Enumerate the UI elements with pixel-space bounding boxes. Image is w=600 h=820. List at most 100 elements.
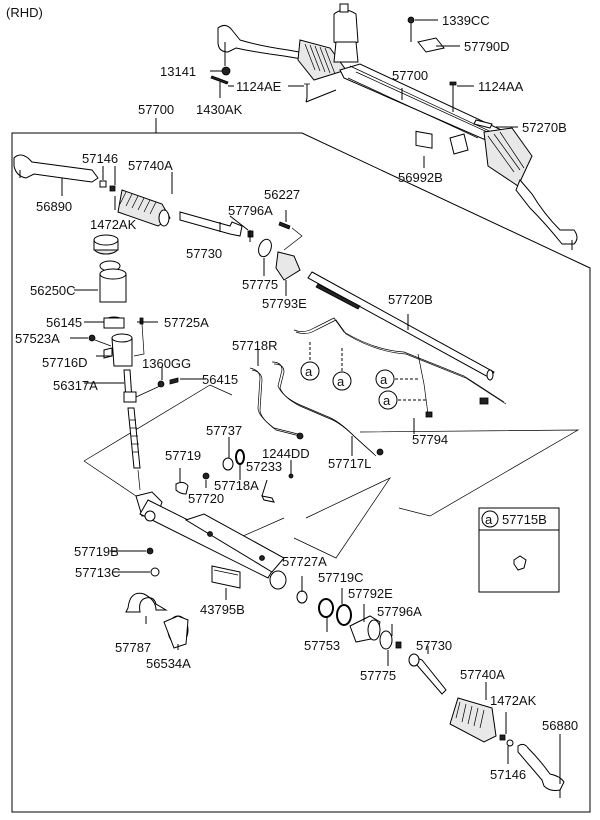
valve-body-icon bbox=[333, 3, 359, 63]
bolt-icon bbox=[139, 317, 144, 325]
nut-icon bbox=[146, 547, 154, 555]
part-label: 57719C bbox=[318, 570, 364, 585]
clip-icon bbox=[175, 481, 189, 495]
bellows-boot-icon bbox=[483, 127, 533, 187]
part-label: 57146 bbox=[82, 151, 118, 166]
bracket-icon bbox=[449, 133, 469, 155]
nut-icon bbox=[99, 180, 107, 188]
nut-icon bbox=[499, 734, 506, 741]
nut-icon bbox=[506, 739, 514, 747]
gear-housing-icon bbox=[135, 491, 287, 590]
part-label: 57146 bbox=[490, 767, 526, 782]
bolt-icon bbox=[449, 81, 457, 86]
bolt-icon bbox=[169, 377, 179, 385]
part-label: 57790D bbox=[464, 39, 510, 54]
svg-text:a: a bbox=[337, 374, 345, 389]
rack-teeth-icon bbox=[315, 283, 361, 310]
part-label: 57700 bbox=[392, 68, 428, 83]
part-label: 57775 bbox=[360, 668, 396, 683]
part-label: 56145 bbox=[46, 315, 82, 330]
part-label: 1124AA bbox=[478, 79, 524, 94]
part-label: 1472AK bbox=[490, 693, 537, 708]
exploded-parts: a a a a bbox=[13, 151, 578, 798]
part-label: 57775 bbox=[242, 277, 278, 292]
part-label: 1339CC bbox=[442, 13, 490, 28]
tie-rod-end-icon bbox=[217, 24, 311, 61]
group-label: 57700 bbox=[138, 102, 174, 117]
nut-icon bbox=[109, 185, 116, 192]
part-label: 57717L bbox=[328, 456, 371, 471]
part-label: 57794 bbox=[412, 432, 448, 447]
oil-seal-icon bbox=[318, 598, 334, 618]
part-label: 57270B bbox=[522, 120, 567, 135]
svg-text:a: a bbox=[383, 393, 391, 408]
part-label: 57716D bbox=[42, 355, 88, 370]
part-label: 56534A bbox=[146, 656, 191, 671]
nut-icon bbox=[150, 567, 160, 577]
callout-a: a bbox=[375, 369, 418, 389]
fitting-icon bbox=[88, 334, 96, 342]
svg-text:a: a bbox=[380, 372, 388, 387]
part-label: 57740A bbox=[128, 158, 173, 173]
part-label: 57713C bbox=[75, 565, 121, 580]
bellows-boot-icon bbox=[449, 697, 497, 743]
part-label: 57725A bbox=[164, 315, 209, 330]
o-ring-icon bbox=[235, 449, 245, 465]
part-label: 1244DD bbox=[262, 446, 310, 461]
lock-nut-icon bbox=[395, 641, 402, 649]
bracket-icon bbox=[261, 495, 275, 503]
exploded-group-frame: 57700 bbox=[11, 102, 591, 813]
connector-icon bbox=[479, 397, 489, 405]
rack-bar-icon bbox=[307, 271, 495, 379]
bolt-icon bbox=[288, 473, 294, 479]
callout-a: a bbox=[300, 342, 320, 381]
part-label: 57720 bbox=[188, 491, 224, 506]
pressure-line-icon bbox=[249, 367, 299, 435]
part-label: 57796A bbox=[228, 203, 273, 218]
part-label: 56250C bbox=[30, 283, 76, 298]
legend-marker: a bbox=[485, 512, 493, 527]
part-label: 1124AE bbox=[236, 79, 282, 94]
callout-a: a bbox=[378, 390, 426, 410]
part-label: 57753 bbox=[304, 638, 340, 653]
part-label: 56227 bbox=[264, 187, 300, 202]
part-label: 56890 bbox=[36, 199, 72, 214]
legend-part-label: 57715B bbox=[502, 512, 547, 527]
tie-rod-end-icon bbox=[13, 154, 99, 183]
bellows-boot-icon bbox=[297, 39, 347, 81]
connector-icon bbox=[425, 411, 433, 418]
callout-a: a bbox=[332, 348, 352, 391]
clamp-band-icon bbox=[379, 630, 393, 650]
part-label: 13141 bbox=[160, 64, 196, 79]
wiring-harness-icon bbox=[293, 317, 505, 403]
part-label: 57730 bbox=[416, 638, 452, 653]
svg-text:a: a bbox=[305, 364, 313, 379]
label-plate-icon bbox=[415, 130, 433, 149]
part-label: 57727A bbox=[282, 554, 327, 569]
part-label: 43795B bbox=[200, 602, 245, 617]
part-label: 56992B bbox=[398, 170, 443, 185]
part-label: 57730 bbox=[186, 246, 222, 261]
tie-rod-end-icon bbox=[515, 179, 578, 245]
clip-icon bbox=[513, 555, 527, 571]
part-label: 57793E bbox=[262, 296, 307, 311]
inner-tie-rod-icon bbox=[179, 211, 243, 237]
part-label: 57718R bbox=[232, 338, 278, 353]
part-label: 57233 bbox=[246, 459, 282, 474]
part-label: 57719 bbox=[165, 448, 201, 463]
tie-rod-end-icon bbox=[517, 743, 565, 791]
module-icon bbox=[417, 37, 445, 53]
bellows-boot-icon bbox=[117, 189, 171, 227]
part-label: 57523A bbox=[15, 331, 60, 346]
seal-icon bbox=[222, 457, 234, 471]
clamp-bracket-icon bbox=[125, 592, 168, 613]
legend-box: a 57715B bbox=[478, 507, 560, 593]
part-label: 56317A bbox=[53, 378, 98, 393]
part-label: 57718A bbox=[214, 478, 259, 493]
mounting-bracket-icon bbox=[275, 251, 301, 281]
sensor-connector-icon bbox=[473, 119, 493, 129]
bushing-icon bbox=[296, 590, 308, 604]
cotter-pin-icon bbox=[210, 75, 229, 85]
part-label: 57737 bbox=[206, 423, 242, 438]
